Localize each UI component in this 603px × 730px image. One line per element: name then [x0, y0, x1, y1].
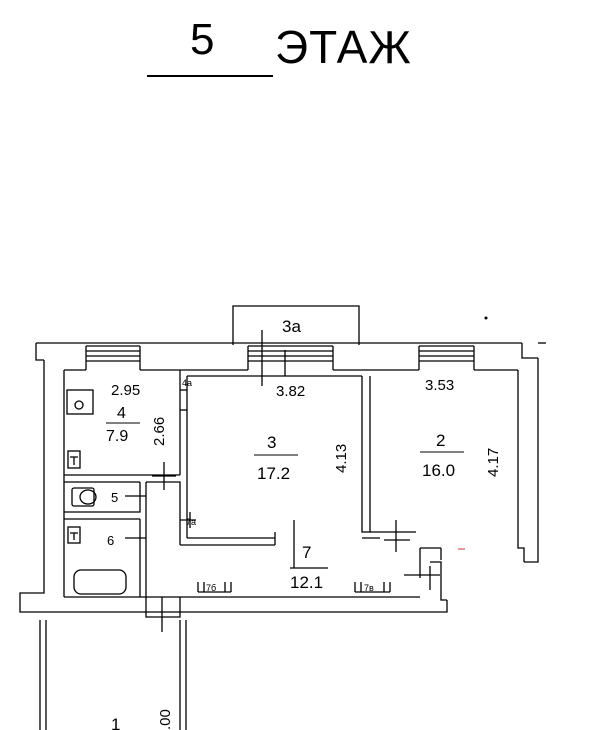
room-2-width: 3.53 [425, 377, 454, 394]
floor-number-underline [147, 75, 273, 77]
room-4-number: 4 [117, 405, 126, 422]
room-3-length: 4.13 [333, 444, 350, 473]
room-4-width: 2.95 [111, 382, 140, 399]
room-1-number: 1 [111, 715, 120, 730]
room-5-number: 5 [111, 490, 118, 505]
room-2-length: 4.17 [485, 448, 502, 477]
room-3-width: 3.82 [276, 383, 305, 400]
room-2-number: 2 [436, 431, 445, 450]
room-3a-label: 3а [282, 317, 301, 336]
room-4-area: 7.9 [106, 428, 128, 445]
room-7a-label: 7а [186, 517, 196, 527]
room-1-length: .00 [157, 709, 174, 730]
room-4-length: 2.66 [151, 417, 168, 446]
room-7c-label: 7в [364, 583, 374, 593]
room-2-area: 16.0 [422, 461, 455, 480]
room-7-number: 7 [302, 543, 311, 562]
room-3-area: 17.2 [257, 464, 290, 483]
room-3-number: 3 [267, 433, 276, 452]
walls [19, 305, 546, 730]
dot-mark [484, 316, 488, 320]
room-7b-label: 7б [206, 583, 216, 593]
room-7-area: 12.1 [290, 573, 323, 592]
room-4a-label: 4а [182, 378, 192, 388]
floor-number: 5 [190, 15, 215, 64]
balcony-3a-outline [232, 305, 360, 345]
floor-word: ЭТАЖ [275, 21, 412, 73]
room-6-number: 6 [107, 533, 114, 548]
